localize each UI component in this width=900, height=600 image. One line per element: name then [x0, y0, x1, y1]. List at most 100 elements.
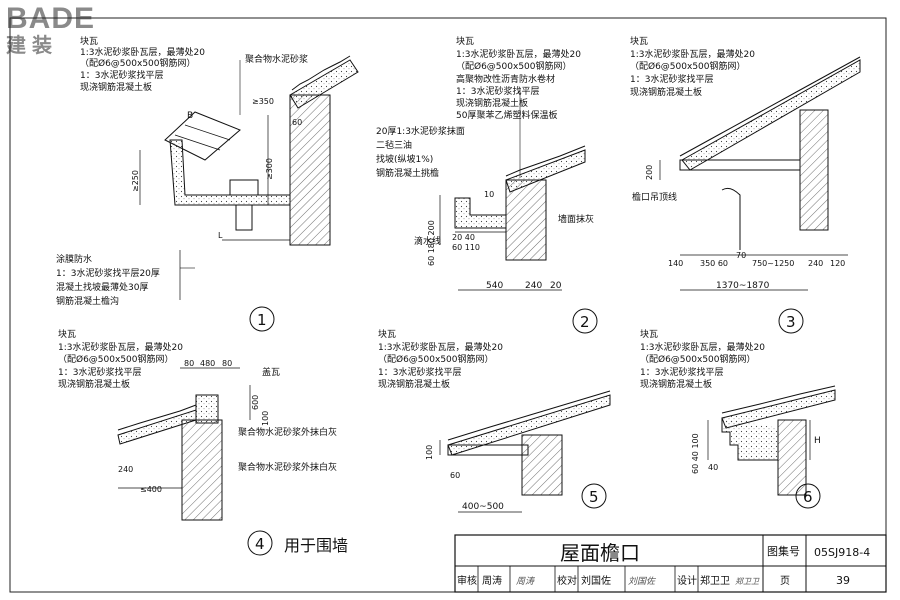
- d2-dim-540: 540: [486, 281, 503, 291]
- d1-drain: [229, 179, 259, 196]
- sheet-border: [9, 17, 887, 593]
- d1-roof: [289, 59, 359, 109]
- d4-roof: [117, 409, 197, 445]
- logo-sub-text: 建装: [6, 33, 58, 57]
- d4-wall: [181, 419, 223, 521]
- d2-side-label-4: 钢筋混凝土挑檐: [376, 167, 439, 179]
- d4-label-5: 现浇钢筋混凝土板: [58, 378, 130, 390]
- d1-label-3: （配Ø6@500x500钢筋网）: [80, 57, 196, 69]
- d3-dim-200: 200: [645, 165, 654, 180]
- d4-plaster-label-2: 聚合物水泥砂浆外抹白灰: [238, 461, 337, 473]
- d4-label-2: 1:3水泥砂浆卧瓦层，最薄处20: [58, 341, 183, 353]
- d2-dim-240: 240: [525, 281, 542, 291]
- d1-number-circle: [249, 306, 275, 332]
- d2-side-label-1: 20厚1:3水泥砂浆抹面: [376, 125, 465, 137]
- d1-bottom-label-1: 涂膜防水: [56, 253, 92, 265]
- d3-dim-70: 70: [736, 251, 746, 260]
- d2-dim-20: 20: [550, 281, 562, 291]
- d1-label-2: 1:3水泥砂浆卧瓦层，最薄处20: [80, 46, 205, 58]
- atlas-number-label: 图集号: [767, 544, 800, 558]
- d1-bottom-label-4: 钢筋混凝土檐沟: [56, 295, 119, 307]
- d1-cement-label: 聚合物水泥砂浆: [245, 53, 308, 65]
- d6-cornice: [721, 418, 779, 461]
- d3-dim-1370: 1370~1870: [716, 281, 770, 291]
- d6-number-circle: [795, 483, 821, 509]
- d5-label-5: 现浇钢筋混凝土板: [378, 378, 450, 390]
- d2-wall: [505, 179, 547, 261]
- d3-dim-120: 120: [830, 259, 845, 268]
- d2-label-1: 块瓦: [456, 35, 474, 47]
- d1-label-5: 现浇钢筋混凝土板: [80, 81, 152, 93]
- d4-dim-240: 240: [118, 465, 133, 474]
- d2-label-2: 1:3水泥砂浆卧瓦层，最薄处20: [456, 48, 581, 60]
- d4-plaster-label-1: 聚合物水泥砂浆外抹白灰: [238, 426, 337, 438]
- d3-ceiling-label: 檐口吊顶线: [632, 191, 677, 203]
- title-block: 屋面檐口 图集号 05SJ918-4 审核 周涛 周涛 校对 刘国佐 刘国佐 设…: [454, 534, 887, 593]
- d1-tiles: [291, 55, 351, 91]
- d5-label-2: 1:3水泥砂浆卧瓦层，最薄处20: [378, 341, 503, 353]
- d2-label-4: 高聚物改性沥青防水卷材: [456, 73, 555, 85]
- d4-dim-80: 80: [184, 359, 194, 368]
- d5-number: 5: [589, 488, 599, 506]
- d6-number: 6: [803, 488, 813, 506]
- d4-dim-400: ≤400: [140, 485, 162, 494]
- d6-dim-h: H: [814, 436, 821, 446]
- d3-dim-750: 750~1250: [752, 259, 794, 268]
- d4-number-circle: [247, 530, 273, 556]
- d5-dim-100: 100: [425, 445, 434, 460]
- d6-dim-vertical: 60 40 100: [691, 433, 700, 474]
- title-block-title: 屋面檐口: [560, 541, 640, 565]
- checker-signature: 刘国佐: [628, 576, 657, 587]
- d5-roof: [447, 394, 611, 456]
- d2-dim-heights: 60 180 200: [427, 220, 436, 266]
- d4-dim-80b: 80: [222, 359, 232, 368]
- d2-roof: [505, 149, 586, 193]
- d1-cap-tiles: [164, 111, 241, 161]
- d2-dim-60-110: 60 110: [452, 243, 480, 252]
- check-label: 校对: [557, 574, 577, 587]
- d6-label-5: 现浇钢筋混凝土板: [640, 378, 712, 390]
- d3-label-1: 块瓦: [630, 35, 648, 47]
- d5-label-3: （配Ø6@500x500钢筋网）: [378, 353, 494, 365]
- d1-label-4: 1：3水泥砂浆找平层: [80, 69, 163, 81]
- d4-number: 4: [255, 535, 265, 553]
- d4-dim-480: 480: [200, 359, 215, 368]
- d2-number: 2: [580, 313, 590, 331]
- detail-4: 块瓦 1:3水泥砂浆卧瓦层，最薄处20 （配Ø6@500x500钢筋网） 1：3…: [58, 328, 348, 556]
- d2-wall-plaster-label: 墙面抹灰: [558, 213, 594, 225]
- detail-5: 块瓦 1:3水泥砂浆卧瓦层，最薄处20 （配Ø6@500x500钢筋网） 1：3…: [378, 328, 611, 513]
- d2-dim-20-40: 20 40: [452, 233, 475, 242]
- d1-dim-350: ≥350: [252, 97, 274, 106]
- d1-number: 1: [257, 311, 267, 329]
- d5-label-4: 1：3水泥砂浆找平层: [378, 366, 461, 378]
- d2-eave-slab: [454, 197, 507, 229]
- d1-tag-b: B: [187, 111, 193, 121]
- d2-label-7: 50厚聚苯乙烯塑料保温板: [456, 109, 557, 121]
- d3-dim-240: 240: [808, 259, 823, 268]
- d4-label-3: （配Ø6@500x500钢筋网）: [58, 353, 174, 365]
- d4-dim-100: 100: [261, 411, 270, 426]
- d3-label-4: 1：3水泥砂浆找平层: [630, 73, 713, 85]
- page-label: 页: [780, 575, 790, 587]
- d1-label-1: 块瓦: [80, 35, 98, 47]
- d3-number: 3: [786, 313, 796, 331]
- d5-dim-400: 400~500: [462, 502, 504, 512]
- review-label: 审核: [457, 574, 477, 587]
- d5-wall: [521, 434, 563, 496]
- design-label: 设计: [677, 574, 697, 587]
- d3-label-2: 1:3水泥砂浆卧瓦层，最薄处20: [630, 48, 755, 60]
- d5-label-1: 块瓦: [378, 328, 396, 340]
- d2-label-3: （配Ø6@500x500钢筋网）: [456, 60, 572, 72]
- d4-ridge-label: 盖瓦: [262, 366, 280, 378]
- d2-dim-10: 10: [484, 190, 494, 199]
- d3-dim-350: 350 60: [700, 259, 728, 268]
- d3-label-5: 现浇钢筋混凝土板: [630, 86, 702, 98]
- detail-3: 块瓦 1:3水泥砂浆卧瓦层，最薄处20 （配Ø6@500x500钢筋网） 1：3…: [630, 35, 861, 334]
- d5-dim-60: 60: [450, 471, 460, 480]
- d3-wall: [799, 109, 829, 231]
- d1-dim-300: ≥300: [265, 158, 274, 180]
- d1-wall: [289, 94, 331, 246]
- detail-1: 块瓦 1:3水泥砂浆卧瓦层，最薄处20 （配Ø6@500x500钢筋网） 1：3…: [56, 35, 359, 332]
- d2-side-label-2: 二毡三油: [376, 139, 412, 151]
- d6-label-4: 1：3水泥砂浆找平层: [640, 366, 723, 378]
